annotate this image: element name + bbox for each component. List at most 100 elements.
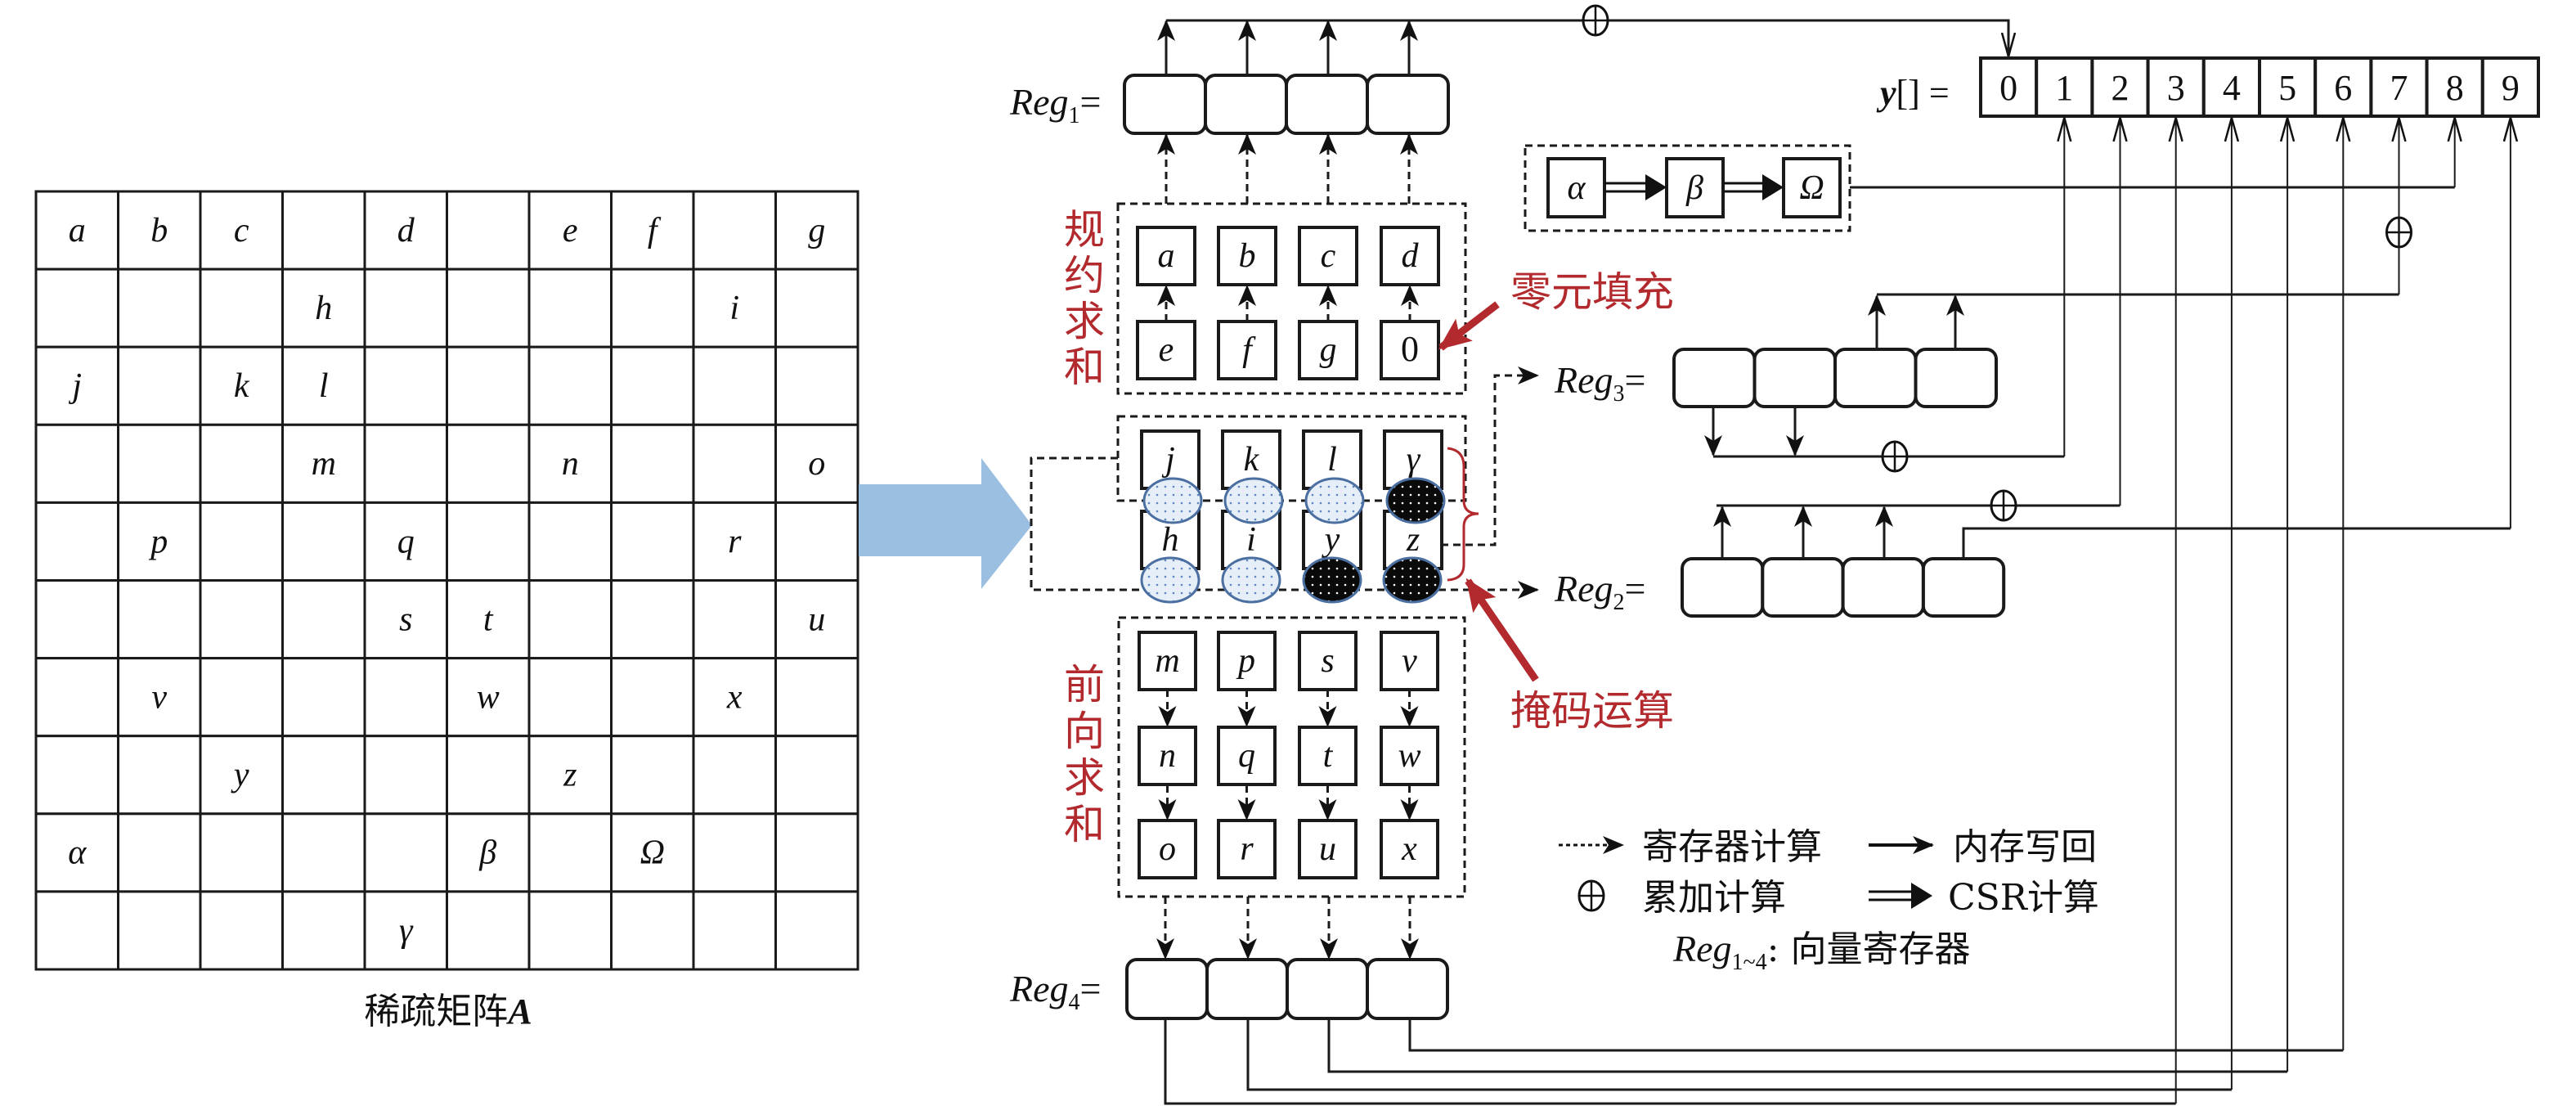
matrix-cell-border (610, 890, 695, 971)
matrix-cell (34, 579, 119, 660)
matrix-cell-border (199, 890, 284, 971)
matrix-cell-border (610, 423, 695, 504)
element-label: q (1238, 737, 1255, 775)
circled-plus-icon (1577, 879, 1605, 912)
element-box (1138, 726, 1197, 786)
mask-on-bit (1140, 556, 1200, 604)
matrix-cell-border (774, 501, 859, 582)
matrix-entry: i (729, 290, 739, 327)
y-array-index: 9 (2502, 68, 2520, 108)
matrix-cell (446, 268, 531, 348)
matrix-cell-border (281, 345, 366, 426)
matrix-cell-border (363, 812, 448, 893)
matrix-entry: m (312, 445, 336, 483)
matrix-cell-border (199, 812, 284, 893)
circled-plus-icon (1881, 440, 1909, 473)
matrix-cell (363, 657, 448, 738)
matrix-cell-border (34, 501, 119, 582)
matrix-entry: r (728, 523, 742, 560)
matrix-cell-border (281, 268, 366, 348)
matrix-cell (692, 890, 777, 971)
y-array-index: 3 (2167, 68, 2185, 108)
matrix-cell (199, 423, 284, 504)
element-label: p (1236, 642, 1255, 680)
matrix-cell-border (199, 579, 284, 660)
y-array-index: 5 (2278, 68, 2296, 108)
matrix-cell (692, 812, 777, 893)
matrix-cell (774, 501, 859, 582)
element-label: b (1239, 237, 1256, 275)
y-array-cell (2201, 56, 2262, 118)
matrix-cell-border (610, 345, 695, 426)
matrix-cell-border (692, 812, 777, 893)
matrix-cell-border (446, 890, 531, 971)
matrix-cell-border (527, 890, 613, 971)
matrix-cell-border (34, 268, 119, 348)
matrix-cell (117, 423, 202, 504)
matrix-cell: h (281, 268, 366, 348)
matrix-cell-border (199, 345, 284, 426)
matrix-cell (281, 190, 366, 271)
matrix-cell: o (774, 423, 859, 504)
reg2-register-lane (1761, 557, 1845, 618)
element-label: g (1320, 331, 1337, 369)
matrix-cell-border (692, 735, 777, 816)
matrix-entry: q (397, 523, 415, 560)
matrix-cell (527, 501, 613, 582)
legend-register-desc: Reg1~4: 向量寄存器 (1672, 928, 1970, 975)
y-array-cell (2425, 56, 2484, 118)
csr-arrow-icon (1723, 174, 1784, 200)
mask-on-bit (1304, 477, 1365, 524)
element-label: e (1159, 331, 1174, 369)
matrix-entry: j (68, 367, 82, 405)
matrix-cell (281, 890, 366, 971)
matrix-cell (363, 345, 448, 426)
element-box (1138, 631, 1197, 691)
matrix-cell (117, 735, 202, 816)
matrix-cell-border (281, 190, 366, 271)
matrix-cell (610, 345, 695, 426)
mask-brace (1447, 447, 1479, 582)
matrix-cell-border (363, 735, 448, 816)
circled-plus-icon (1582, 4, 1609, 37)
matrix-cell: w (446, 657, 531, 738)
reg4-register (1125, 958, 1449, 1020)
reduction-sum-group (1116, 202, 1467, 395)
matrix-cell-border (34, 579, 119, 660)
element-label: c (1321, 237, 1336, 275)
matrix-cell: m (281, 423, 366, 504)
matrix-cell (34, 423, 119, 504)
matrix-entry: e (563, 212, 578, 250)
matrix-cell: i (692, 268, 777, 348)
matrix-cell-border (446, 268, 531, 348)
matrix-cell-border (692, 190, 777, 271)
matrix-entry: γ (399, 912, 414, 950)
matrix-cell (281, 735, 366, 816)
y-array-index: 2 (2112, 68, 2129, 108)
matrix-cell: p (117, 501, 202, 582)
matrix-cell (34, 657, 119, 738)
matrix-cell (117, 890, 202, 971)
element-label: o (1159, 830, 1176, 868)
matrix-cell-border (117, 812, 202, 893)
matrix-entry: u (808, 600, 825, 638)
mask-off-bit (1302, 556, 1362, 604)
matrix-cell-border (527, 579, 613, 660)
matrix-cell: x (692, 657, 777, 738)
reg2-writeback-line (1962, 527, 2511, 559)
matrix-cell-border (117, 345, 202, 426)
matrix-cell (34, 501, 119, 582)
matrix-cell (527, 268, 613, 348)
csr-group (1524, 144, 1851, 232)
matrix-cell-border (34, 735, 119, 816)
matrix-cell-border (34, 190, 119, 271)
matrix-cell-border (446, 423, 531, 504)
matrix-cell-border (446, 190, 531, 271)
reg4-register-lane (1125, 958, 1209, 1020)
matrix-cell: r (692, 501, 777, 582)
forward-sum-label: 前向求和 (1057, 663, 1105, 849)
element-box (1217, 631, 1277, 691)
reduction-sum-label: 规约求和 (1057, 208, 1105, 391)
matrix-entry: g (808, 212, 825, 250)
